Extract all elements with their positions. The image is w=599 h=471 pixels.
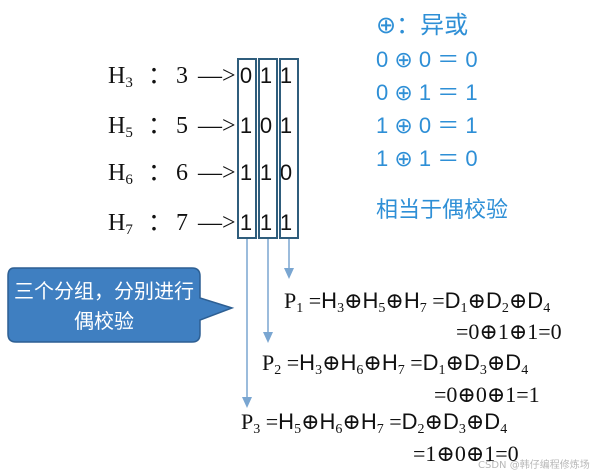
xor-rule: 1 ⊕ 1 ＝ 0 xyxy=(376,146,478,171)
watermark: CSDN @韩仔编程修炼场 xyxy=(478,460,590,471)
group-box-column-1 xyxy=(237,58,257,239)
arrow-to-p3-head xyxy=(242,397,252,408)
row-h5-number: 5 xyxy=(176,113,188,139)
formula-p2-result: =0⊕0⊕1=1 xyxy=(434,382,540,407)
row-h7-number: 7 xyxy=(176,210,188,236)
formula-p2: P2 =H3⊕H6⊕H7 =D1⊕D3⊕D4 xyxy=(262,350,529,378)
bit: 1 xyxy=(239,113,253,138)
bit: 1 xyxy=(279,63,293,88)
bit: 1 xyxy=(279,210,293,235)
bit: 1 xyxy=(239,210,253,235)
formula-p3-result: =1⊕0⊕1=0 xyxy=(413,441,519,466)
bit: 1 xyxy=(239,160,253,185)
row-h5-label: H5 xyxy=(108,113,133,141)
group-box-column-3 xyxy=(279,58,299,239)
bit: 0 xyxy=(239,63,253,88)
xor-rule: 0 ⊕ 1 ＝ 1 xyxy=(376,80,478,105)
row-arrow: —> xyxy=(198,113,236,139)
row-arrow: —> xyxy=(198,160,236,186)
row-h3-label: H3 xyxy=(108,63,133,91)
callout-text: 三个分组，分别进行偶校验 xyxy=(14,279,194,333)
callout-bubble xyxy=(7,267,235,343)
bit: 1 xyxy=(259,210,273,235)
xor-note: 相当于偶校验 xyxy=(376,198,509,223)
row-colon: ： xyxy=(148,113,172,139)
formula-p3: P3 =H5⊕H6⊕H7 =D2⊕D3⊕D4 xyxy=(241,409,508,437)
group-box-column-2 xyxy=(258,58,278,239)
row-h6-label: H6 xyxy=(108,160,133,188)
bit: 1 xyxy=(259,160,273,185)
row-h7-label: H7 xyxy=(108,210,133,238)
arrow-to-p2-head xyxy=(263,332,273,343)
bit: 1 xyxy=(279,113,293,138)
row-h6-number: 6 xyxy=(176,160,188,186)
xor-title: ⊕：异或 xyxy=(376,11,469,39)
row-colon: ： xyxy=(148,210,172,236)
arrow-to-p1-head xyxy=(284,268,294,279)
formula-p1-result: =0⊕1⊕1=0 xyxy=(456,319,562,344)
row-arrow: —> xyxy=(198,210,236,236)
formula-p1: P1 =H3⊕H5⊕H7 =D1⊕D2⊕D4 xyxy=(284,288,551,316)
bit: 1 xyxy=(259,63,273,88)
bit: 0 xyxy=(259,113,273,138)
bit: 0 xyxy=(279,160,293,185)
row-arrow: —> xyxy=(198,63,236,89)
row-colon: ： xyxy=(148,160,172,186)
row-h3-number: 3 xyxy=(176,63,188,89)
xor-rule: 0 ⊕ 0 ＝ 0 xyxy=(376,47,478,72)
row-colon: ： xyxy=(148,63,172,89)
xor-rule: 1 ⊕ 0 ＝ 1 xyxy=(376,113,478,138)
